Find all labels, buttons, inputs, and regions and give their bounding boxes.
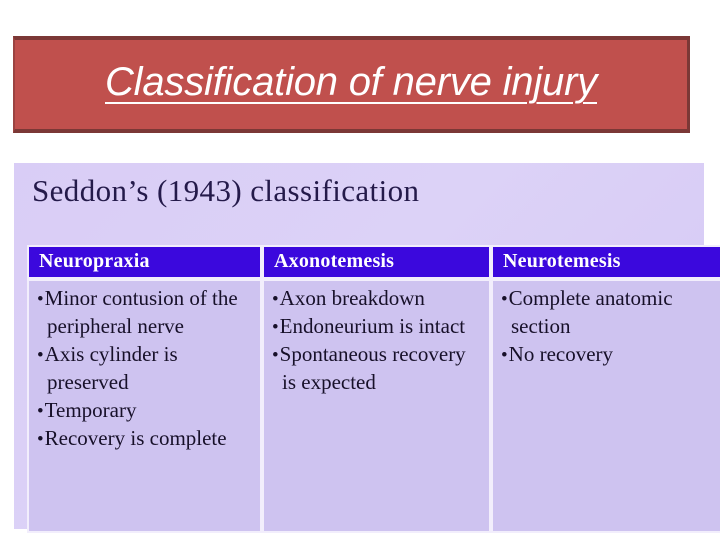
cell-axonotemesis: Axon breakdown Endoneurium is intact Spo… <box>262 279 491 533</box>
cell-neuropraxia: Minor contusion of the peripheral nerve … <box>27 279 262 533</box>
section-heading: Seddon’s (1943) classification <box>32 173 420 208</box>
list-item: Temporary <box>37 397 254 425</box>
column-header-axonotemesis: Axonotemesis <box>262 245 491 279</box>
cell-neurotemesis: Complete anatomic section No recovery <box>491 279 720 533</box>
column-header-neurotemesis: Neurotemesis <box>491 245 720 279</box>
table-body: Minor contusion of the peripheral nerve … <box>27 279 720 533</box>
title-banner: Classification of nerve injury <box>13 36 690 133</box>
bullet-list-neuropraxia: Minor contusion of the peripheral nerve … <box>37 285 254 453</box>
list-item: Spontaneous recovery is expected <box>272 341 483 397</box>
list-item: Complete anatomic section <box>501 285 719 341</box>
list-item: Axon breakdown <box>272 285 483 313</box>
column-header-neuropraxia: Neuropraxia <box>27 245 262 279</box>
page-title: Classification of nerve injury <box>105 60 597 104</box>
bullet-list-neurotemesis: Complete anatomic section No recovery <box>501 285 719 369</box>
list-item: No recovery <box>501 341 719 369</box>
list-item: Minor contusion of the peripheral nerve <box>37 285 254 341</box>
content-panel: Seddon’s (1943) classification Neuroprax… <box>14 163 720 533</box>
list-item: Recovery is complete <box>37 425 254 453</box>
list-item: Endoneurium is intact <box>272 313 483 341</box>
table-row: Minor contusion of the peripheral nerve … <box>27 279 720 533</box>
classification-table: Neuropraxia Axonotemesis Neurotemesis Mi… <box>27 245 720 533</box>
table-header-row: Neuropraxia Axonotemesis Neurotemesis <box>27 245 720 279</box>
list-item: Axis cylinder is preserved <box>37 341 254 397</box>
table-header: Neuropraxia Axonotemesis Neurotemesis <box>27 245 720 279</box>
bullet-list-axonotemesis: Axon breakdown Endoneurium is intact Spo… <box>272 285 483 397</box>
